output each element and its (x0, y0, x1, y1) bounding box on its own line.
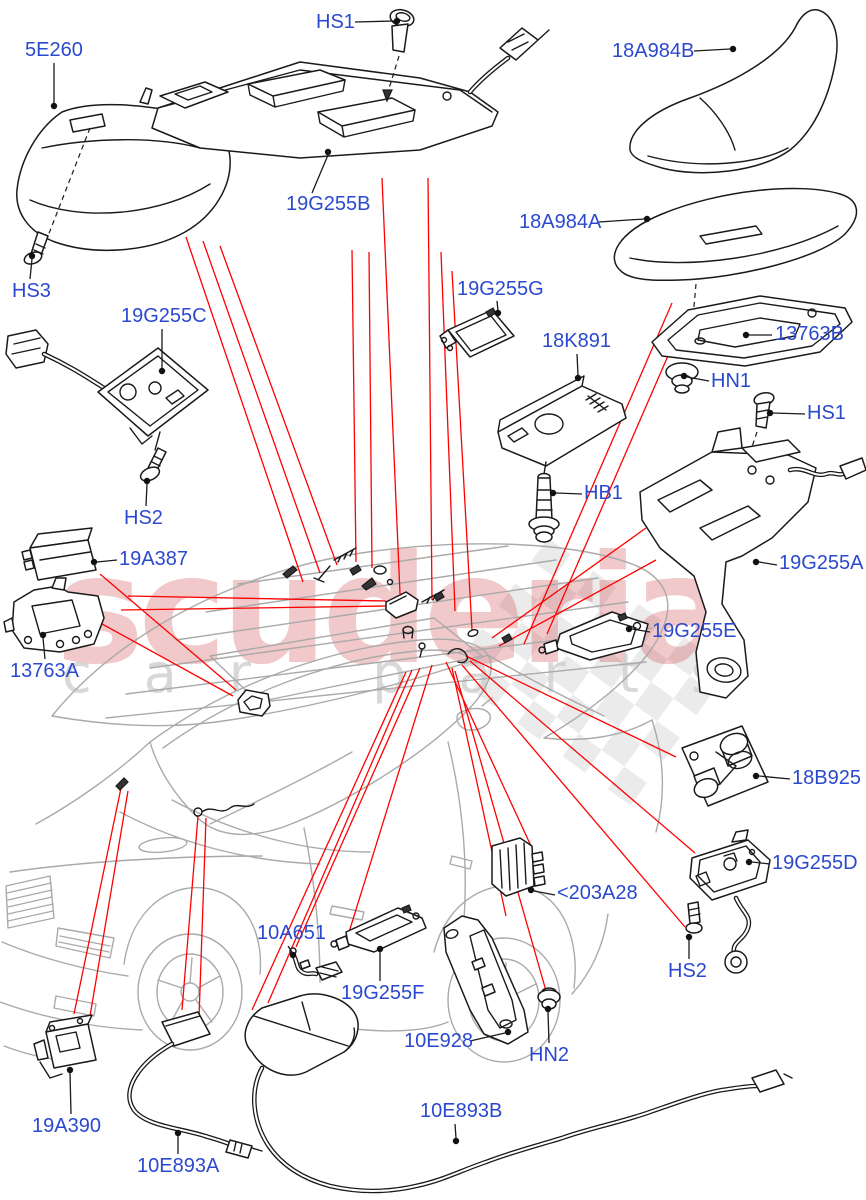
part-label-18b925[interactable]: 18B925 (792, 767, 861, 789)
part-label-19g255g[interactable]: 19G255G (457, 278, 544, 300)
part-module-19a390 (33, 1014, 97, 1079)
part-antenna-base-18a984a (613, 187, 858, 343)
roof-mounted-components (115, 547, 513, 817)
part-label-5e260[interactable]: 5E260 (25, 39, 83, 61)
part-module-19a387 (21, 527, 97, 581)
part-label-19g255b[interactable]: 19G255B (286, 193, 371, 215)
part-label-hs3[interactable]: HS3 (12, 280, 51, 302)
part-gasket-13763b (651, 295, 853, 367)
part-label-19a387[interactable]: 19A387 (119, 548, 188, 570)
part-bracket-18b925 (681, 725, 769, 807)
part-label-18a984a[interactable]: 18A984A (519, 211, 602, 233)
part-module-19g255e (538, 611, 649, 661)
part-label-19g255c[interactable]: 19G255C (121, 305, 207, 327)
part-label-19a390[interactable]: 19A390 (32, 1115, 101, 1137)
part-bracket-13763a (3, 577, 105, 653)
part-module-19g255d (689, 829, 771, 974)
part-label-hb1[interactable]: HB1 (584, 482, 623, 504)
part-label-10e928[interactable]: 10E928 (404, 1030, 473, 1052)
part-label-hs1-right[interactable]: HS1 (807, 402, 846, 424)
part-label-10a651[interactable]: 10A651 (257, 922, 326, 944)
part-module-19g255g (439, 307, 515, 358)
part-label-hs2-left[interactable]: HS2 (124, 507, 163, 529)
part-label-10e893b[interactable]: 10E893B (420, 1100, 503, 1122)
part-screw-hs3 (23, 231, 49, 265)
part-antenna-cover-18a984b (629, 8, 838, 174)
part-bolt-hb1 (528, 472, 560, 543)
part-module-19g255f (330, 904, 427, 953)
part-nut-hn2 (537, 987, 561, 1010)
part-overhead-console-5e260 (16, 87, 231, 252)
part-label-13763b[interactable]: 13763B (775, 323, 844, 345)
part-label-203a28[interactable]: <203A28 (557, 882, 638, 904)
part-label-hn1[interactable]: HN1 (711, 370, 752, 392)
part-label-hs2-bottom[interactable]: HS2 (668, 960, 707, 982)
part-label-10e893a[interactable]: 10E893A (137, 1155, 220, 1177)
part-connector-203a28 (491, 837, 546, 897)
part-roof-plate-19g255b (151, 27, 550, 159)
part-cable-10a651 (289, 947, 343, 981)
part-screw-hs2-left (139, 447, 167, 482)
part-label-19g255e[interactable]: 19G255E (652, 620, 737, 642)
part-bracket-10e928 (443, 915, 529, 1045)
part-label-hs1-top[interactable]: HS1 (316, 11, 355, 33)
part-antenna-19g255c (5, 329, 209, 451)
part-label-13763a[interactable]: 13763A (10, 660, 79, 682)
part-label-18a984b[interactable]: 18A984B (612, 40, 695, 62)
part-gps-antenna-10e893a (127, 1011, 263, 1159)
part-label-19g255a[interactable]: 19G255A (779, 552, 864, 574)
part-screw-hs2-bottom (685, 901, 703, 934)
part-grommet-hn1 (665, 362, 699, 394)
part-label-19g255d[interactable]: 19G255D (772, 852, 858, 874)
part-module-18k891 (497, 375, 627, 475)
part-bracket-19g255a (639, 427, 866, 699)
part-label-hn2[interactable]: HN2 (529, 1044, 570, 1066)
part-label-18k891[interactable]: 18K891 (542, 330, 611, 352)
part-label-19g255f[interactable]: 19G255F (341, 982, 425, 1004)
label-leader-lines (28, 17, 806, 1154)
exploded-parts (3, 8, 866, 1194)
part-antenna-pod-10e893b (244, 993, 793, 1194)
